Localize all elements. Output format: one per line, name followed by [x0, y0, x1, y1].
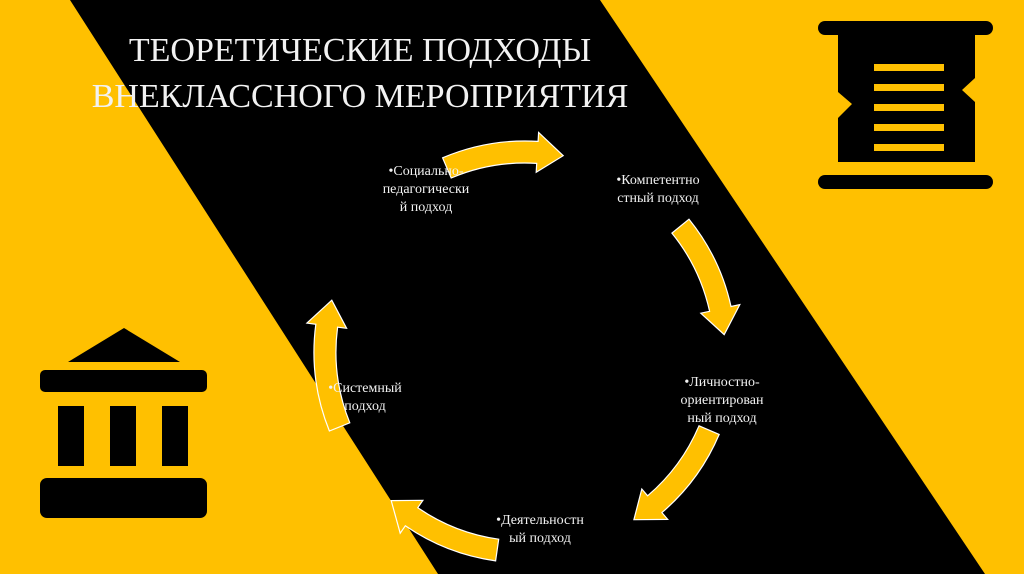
cycle-arrow-2	[671, 218, 741, 336]
title-line-1: ТЕОРЕТИЧЕСКИЕ ПОДХОДЫ	[128, 32, 592, 69]
node-text-line: •Социально-	[388, 164, 464, 179]
institution-building-icon	[40, 328, 207, 518]
cycle-node-personal: •Личностно- ориентирован ный подход	[652, 374, 792, 428]
node-text-line: стный подход	[617, 191, 699, 206]
page-title: ТЕОРЕТИЧЕСКИЕ ПОДХОДЫ ВНЕКЛАССНОГО МЕРОП…	[60, 28, 660, 120]
node-text-line: •Компетентно	[616, 173, 700, 188]
title-line-2: ВНЕКЛАССНОГО МЕРОПРИЯТИЯ	[91, 78, 629, 115]
cycle-arrow-3	[633, 425, 720, 521]
cycle-arrow-1	[441, 131, 565, 179]
node-text-line: ориентирован	[680, 393, 764, 408]
node-text-line: педагогически	[382, 182, 470, 197]
cycle-node-competence: •Компетентно стный подход	[588, 172, 728, 208]
node-text-line: •Системный	[328, 381, 402, 396]
scroll-icon	[818, 21, 993, 189]
cycle-arrows	[305, 131, 741, 562]
cycle-node-activity: •Деятельностн ый подход	[470, 512, 610, 548]
node-text-line: подход	[344, 399, 386, 414]
node-text-line: й подход	[399, 200, 453, 215]
node-text-line: ный подход	[687, 411, 757, 426]
node-text-line: ый подход	[509, 531, 571, 546]
node-text-line: •Деятельностн	[496, 513, 584, 528]
cycle-arrow-4	[390, 499, 500, 562]
left-yellow-triangle	[0, 0, 438, 574]
cycle-arrow-5	[305, 299, 351, 432]
node-text-line: •Личностно-	[684, 375, 760, 390]
cycle-node-systemic: •Системный подход	[300, 380, 430, 416]
cycle-node-social-pedagogical: •Социально- педагогически й подход	[356, 163, 496, 217]
